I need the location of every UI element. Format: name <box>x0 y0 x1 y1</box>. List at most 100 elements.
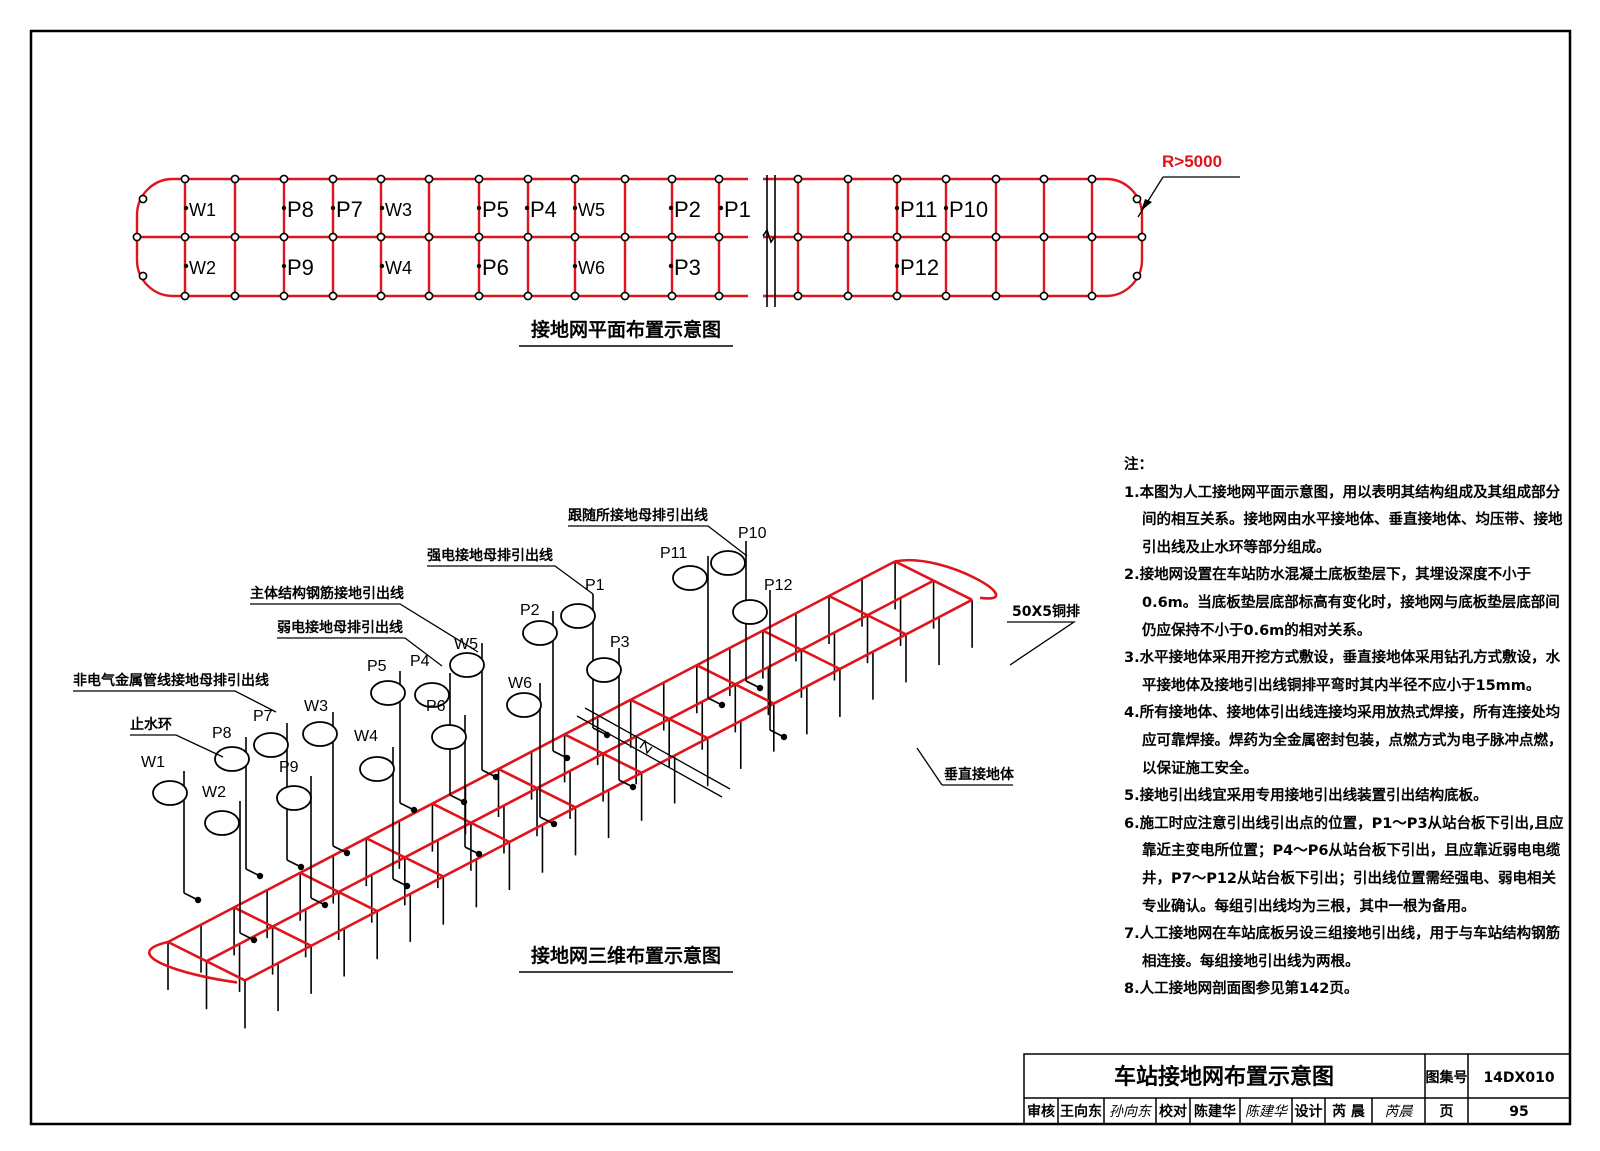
page-label: 页 <box>1439 1104 1454 1120</box>
water-stop-ring <box>431 724 467 750</box>
plan-point-dot <box>379 205 385 211</box>
plan-point-label: P7 <box>336 197 363 222</box>
lead-label: P1 <box>585 577 605 594</box>
plan-node <box>793 291 803 301</box>
iso-cross-bar <box>299 871 378 913</box>
weld-point <box>297 863 305 871</box>
plan-point-dot <box>476 263 482 269</box>
weld-point <box>550 820 558 828</box>
weld-point <box>756 684 764 692</box>
iso-grid <box>148 558 998 984</box>
lead-label: P12 <box>764 577 793 594</box>
plan-point-dot <box>330 205 336 211</box>
plan-node <box>991 291 1001 301</box>
plan-node <box>230 232 240 242</box>
weld-point <box>403 882 411 890</box>
lead-label: P7 <box>253 708 273 725</box>
iso-view: P10P11P12P1P2P3W5W6P4P5P6W3W4P7P8P9W1W2 … <box>73 507 1080 1029</box>
plan-point-dot <box>572 205 578 211</box>
plan-node <box>941 291 951 301</box>
weld-point <box>250 936 258 944</box>
check-label: 校对 <box>1159 1104 1187 1120</box>
note-item: 8.人工接地网剖面图参见第142页。 <box>1124 981 1359 998</box>
label-waterstop: 止水环 <box>130 716 172 733</box>
water-stop-ring <box>449 652 485 678</box>
plan-point-dot <box>718 205 724 211</box>
designer-signature: 芮晨 <box>1384 1104 1413 1120</box>
lead-label: P5 <box>367 658 387 675</box>
water-stop-ring <box>560 603 596 629</box>
atlas-number: 14DX010 <box>1483 1070 1555 1086</box>
plan-node <box>941 232 951 242</box>
water-stop-ring <box>276 785 312 811</box>
plan-node <box>1132 194 1142 204</box>
plan-point-dot <box>281 263 287 269</box>
plan-node <box>667 174 677 184</box>
plan-node <box>376 291 386 301</box>
label-copper-bar: 50X5铜排 <box>1012 603 1080 620</box>
water-stop-ring <box>506 692 542 718</box>
plan-point-dot <box>894 263 900 269</box>
plan-node <box>328 232 338 242</box>
water-stop-ring <box>359 756 395 782</box>
lead-label: P2 <box>520 602 540 619</box>
plan-point-label: W5 <box>578 200 605 220</box>
plan-break-mark <box>762 175 776 307</box>
water-stop-ring <box>710 550 746 576</box>
water-stop-ring <box>204 810 240 836</box>
plan-node <box>474 232 484 242</box>
plan-node <box>424 232 434 242</box>
iso-cross-bar <box>894 560 973 601</box>
lead-label: W2 <box>202 784 226 801</box>
plan-node <box>620 291 630 301</box>
plan-node <box>424 174 434 184</box>
iso-title: 接地网三维布置示意图 <box>531 944 721 967</box>
water-stop-ring <box>414 682 450 708</box>
plan-node <box>1137 232 1147 242</box>
plan-node <box>570 174 580 184</box>
water-stop-ring <box>672 565 708 591</box>
plan-node <box>620 174 630 184</box>
plan-node <box>843 232 853 242</box>
iso-end-curve <box>894 558 998 600</box>
plan-node <box>793 174 803 184</box>
plan-node <box>230 174 240 184</box>
weld-point <box>492 773 500 781</box>
sheet-border <box>29 29 1572 1126</box>
plan-point-label: P10 <box>949 197 988 222</box>
plan-node <box>132 232 142 242</box>
plan-node <box>843 174 853 184</box>
plan-node <box>474 174 484 184</box>
plan-point-dot <box>379 263 385 269</box>
note-item: 4.所有接地体、接地体引出线连接均采用放热式焊接，所有连接处均应可靠焊接。焊药为… <box>1124 705 1563 777</box>
plan-node <box>138 194 148 204</box>
water-stop-ring <box>522 620 558 646</box>
iso-break-mark <box>576 707 731 798</box>
plan-node <box>570 232 580 242</box>
plan-node <box>376 232 386 242</box>
atlas-number-label: 图集号 <box>1425 1070 1468 1086</box>
plan-node <box>1087 291 1097 301</box>
weld-point <box>321 901 329 909</box>
plan-point-dot <box>476 205 482 211</box>
plan-point-dot <box>668 263 674 269</box>
weld-point <box>475 850 483 858</box>
plan-point-label: P12 <box>900 255 939 280</box>
plan-point-label: P5 <box>482 197 509 222</box>
plan-point-label: P2 <box>674 197 701 222</box>
plan-point-label: W6 <box>578 258 605 278</box>
plan-node <box>793 232 803 242</box>
plan-node <box>941 174 951 184</box>
plan-point-label: W1 <box>189 200 216 220</box>
lead-label: P10 <box>738 525 767 542</box>
label-nonelectric-lead: 非电气金属管线接地母排引出线 <box>73 672 269 689</box>
plan-node <box>991 174 1001 184</box>
plan-node <box>892 232 902 242</box>
lead-label: P11 <box>660 545 687 562</box>
plan-node <box>424 291 434 301</box>
plan-node <box>1039 174 1049 184</box>
review-label: 审核 <box>1027 1104 1055 1120</box>
